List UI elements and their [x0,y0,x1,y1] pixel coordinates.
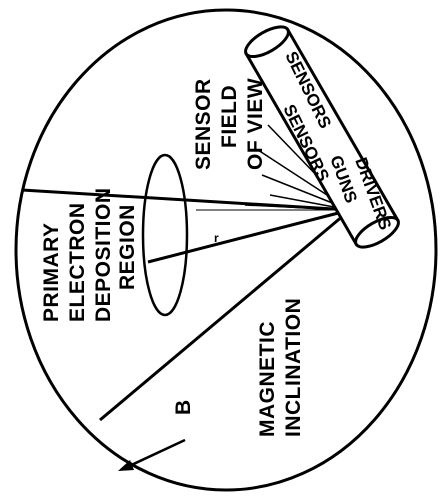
deposition-label: PRIMARY ELECTRON DEPOSITION REGION [40,187,139,322]
sensor-fov-line3: OF VIEW [244,78,267,170]
b-vector-label: B [172,399,195,415]
deposition-region-ellipse [143,155,187,315]
beam-axis-marker: r [214,231,219,245]
inclination-line1: MAGNETIC [256,321,279,437]
b-vector-arrow [125,440,185,468]
deposition-line1: PRIMARY [40,222,63,322]
sensor-fov-line1: SENSOR [192,78,215,170]
inclination-line2: INCLINATION [282,298,305,437]
deposition-line2: ELECTRON [66,203,89,323]
deposition-line3: DEPOSITION [92,187,115,322]
inclination-label: MAGNETIC INCLINATION [256,298,305,437]
sensor-fov-line2: FIELD [218,85,241,148]
deposition-line4: REGION [116,204,139,290]
sensor-fov-label: SENSOR FIELD OF VIEW [192,78,267,170]
